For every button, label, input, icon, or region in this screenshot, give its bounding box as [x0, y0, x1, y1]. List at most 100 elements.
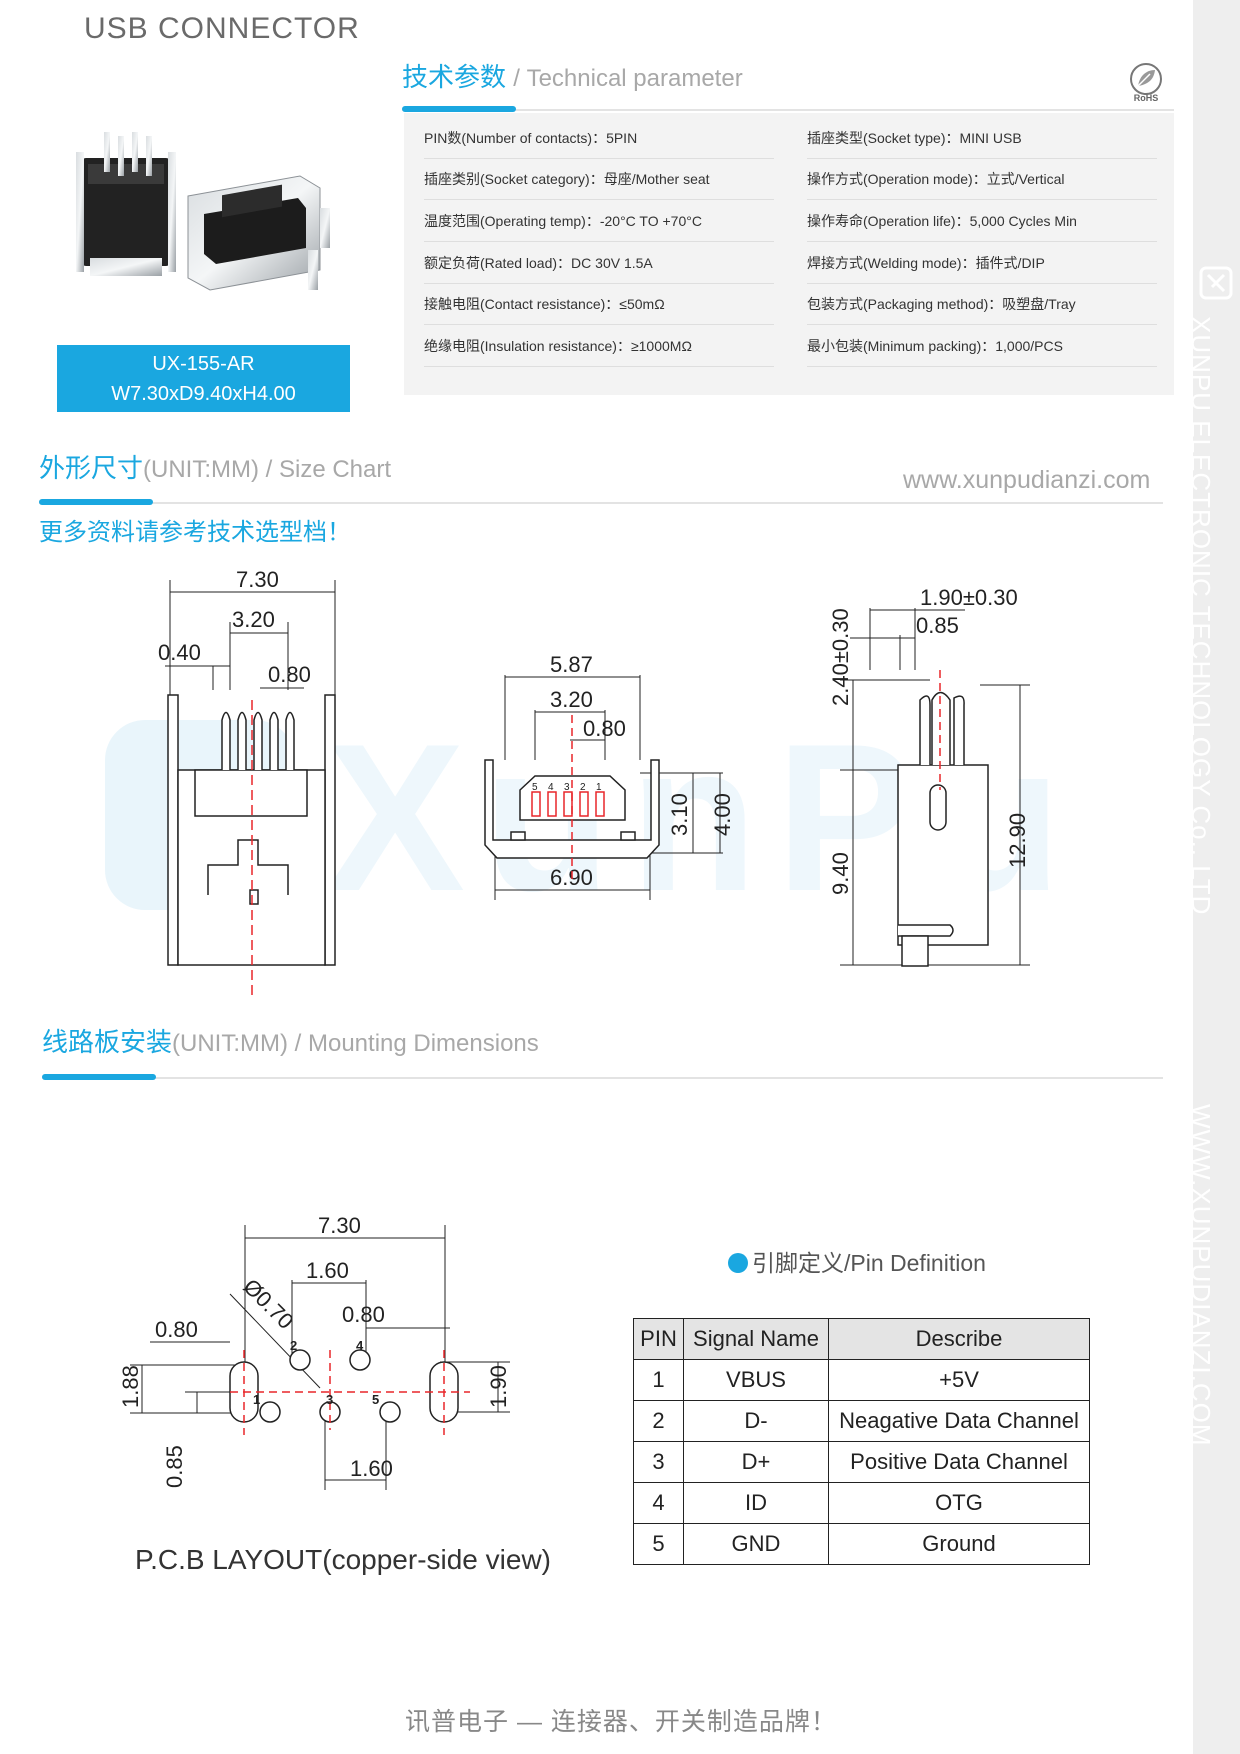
param-sep: ： — [988, 296, 1003, 312]
side-url-text: WWW.XUNPUDIANZI.COM — [1186, 1104, 1216, 1447]
dim-face-height-outer: 4.00 — [710, 793, 735, 836]
param-label-en: (Operation mode) — [863, 171, 973, 187]
table-row: 3 D+ Positive Data Channel — [633, 1441, 1090, 1483]
bullet-dot-icon — [728, 1253, 748, 1273]
table-cell: 5 — [633, 1523, 684, 1565]
tech-title-zh: 技术参数 — [402, 62, 507, 92]
param-label-zh: 最小包装 — [807, 338, 863, 354]
param-sep: ： — [972, 171, 987, 187]
rohs-label: RoHS — [1134, 93, 1159, 103]
param-label-zh: 操作寿命 — [807, 213, 863, 229]
pcb-caption: P.C.B LAYOUT(copper-side view) — [135, 1544, 551, 1575]
tech-accent-bar — [402, 106, 516, 112]
table-header-cell: Signal Name — [683, 1318, 829, 1360]
dim-face-width-top: 5.87 — [550, 652, 593, 677]
pcb-pin-label: 4 — [356, 1338, 364, 1353]
face-view-drawing: 5.87 3.20 0.80 6.90 3.10 4.00 5 4 3 2 1 — [484, 652, 735, 900]
param-sep: ： — [605, 296, 620, 312]
param-label-zh: 操作方式 — [807, 171, 863, 187]
param-label-zh: 绝缘电阻 — [424, 338, 480, 354]
rohs-icon: RoHS — [1130, 63, 1162, 103]
param-value: 吸塑盘/Tray — [1002, 296, 1076, 312]
dim-pcb-width: 7.30 — [318, 1213, 361, 1238]
size-section-title: 外形尺寸(UNIT:MM) / Size Chart — [39, 448, 391, 485]
param-item: 额定负荷(Rated load)：DC 30V 1.5A — [424, 248, 774, 284]
dim-face-height-inner: 3.10 — [667, 793, 692, 836]
tech-section-title: 技术参数 / Technical parameter — [402, 57, 743, 94]
table-cell: Neagative Data Channel — [828, 1400, 1090, 1442]
param-label-zh: 温度范围 — [424, 213, 480, 229]
param-label-zh: 焊接方式 — [807, 255, 863, 271]
param-value: 1,000/PCS — [995, 338, 1063, 354]
dim-face-pitch: 0.80 — [583, 716, 626, 741]
table-cell: D+ — [683, 1441, 829, 1483]
param-label-en: (Operation life) — [863, 213, 956, 229]
face-pin-label: 1 — [596, 782, 602, 793]
table-header-cell: Describe — [828, 1318, 1090, 1360]
footer-slogan: 讯普电子 — 连接器、开关制造品牌！ — [405, 1708, 837, 1736]
dim-side-pin-length: 2.40±0.30 — [828, 608, 853, 706]
param-label-en: (Contact resistance) — [480, 296, 606, 312]
param-sep: ： — [955, 213, 970, 229]
param-sep: ： — [945, 130, 960, 146]
website-url: www.xunpudianzi.com — [903, 466, 1151, 494]
model-code: UX-155-AR — [152, 353, 255, 375]
table-header-cell: PIN — [633, 1318, 684, 1360]
param-item: 接触电阻(Contact resistance)：≤50mΩ — [424, 289, 774, 325]
param-item: 绝缘电阻(Insulation resistance)：≥1000MΩ — [424, 331, 774, 367]
dim-front-pin-width: 0.40 — [158, 640, 201, 665]
param-item: 插座类型(Socket type)：MINI USB — [807, 123, 1157, 159]
param-value: ≥1000MΩ — [630, 338, 692, 354]
mounting-title-zh: 线路板安装 — [42, 1027, 173, 1057]
face-pin-label: 3 — [564, 782, 570, 793]
front-view-drawing: 7.30 3.20 0.40 0.80 — [158, 567, 336, 1000]
table-header-row: PIN Signal Name Describe — [633, 1318, 1090, 1360]
param-label-zh: 插座类别 — [424, 171, 480, 187]
param-label-zh: 插座类型 — [807, 130, 863, 146]
size-title-en: (UNIT:MM) / Size Chart — [143, 456, 392, 483]
param-item: 操作方式(Operation mode)：立式/Vertical — [807, 164, 1157, 200]
param-item: 最小包装(Minimum packing)：1,000/PCS — [807, 331, 1157, 367]
pcb-pin-label: 3 — [326, 1392, 333, 1407]
model-info-box: UX-155-AR W7.30xD9.40xH4.00 — [57, 345, 350, 412]
param-label-en: (Welding mode) — [863, 255, 962, 271]
param-item: PIN数(Number of contacts)：5PIN — [424, 123, 774, 159]
parameter-panel: PIN数(Number of contacts)：5PIN 插座类型(Socke… — [404, 113, 1174, 395]
table-cell: D- — [683, 1400, 829, 1442]
side-view-drawing: 1.90±0.30 0.85 2.40±0.30 9.40 12.90 — [828, 585, 1030, 967]
dim-pcb-offset: 0.85 — [162, 1445, 187, 1488]
pcb-pin-label: 5 — [372, 1392, 379, 1407]
dim-front-pitch-span: 3.20 — [232, 607, 275, 632]
param-item: 温度范围(Operating temp)：-20°C TO +70°C — [424, 206, 774, 242]
param-sep: ： — [592, 130, 607, 146]
param-item: 焊接方式(Welding mode)：插件式/DIP — [807, 248, 1157, 284]
param-value: DC 30V 1.5A — [571, 255, 653, 271]
dim-face-pitch-span: 3.20 — [550, 687, 593, 712]
face-pin-label: 2 — [580, 782, 586, 793]
param-label-en: (Socket type) — [863, 130, 946, 146]
table-cell: OTG — [828, 1482, 1090, 1524]
table-cell: 4 — [633, 1482, 684, 1524]
table-cell: 1 — [633, 1359, 684, 1401]
dim-pcb-slot-right: 0.80 — [342, 1302, 385, 1327]
param-value: 5PIN — [606, 130, 638, 146]
dim-pcb-hole-dia: Ø0.70 — [238, 1274, 298, 1334]
brand-logo-icon — [1199, 266, 1233, 300]
side-band: XUNPU ELECTRONIC TECHNOLOGY Co., LTD WWW… — [1186, 0, 1240, 1754]
param-value: MINI USB — [959, 130, 1022, 146]
param-label-en: (Packaging method) — [863, 296, 989, 312]
dim-front-pitch: 0.80 — [268, 662, 311, 687]
table-cell: VBUS — [683, 1359, 829, 1401]
param-sep: ： — [961, 255, 976, 271]
table-cell: 3 — [633, 1441, 684, 1483]
mounting-section-title: 线路板安装(UNIT:MM) / Mounting Dimensions — [42, 1022, 539, 1059]
param-label-zh: PIN数 — [424, 130, 462, 146]
dim-pcb-right-height: 1.90 — [486, 1365, 511, 1408]
param-value: 插件式/DIP — [975, 255, 1045, 271]
param-item: 包装方式(Packaging method)：吸塑盘/Tray — [807, 289, 1157, 325]
param-sep: ： — [557, 255, 572, 271]
model-dimensions: W7.30xD9.40xH4.00 — [111, 383, 296, 405]
mounting-accent-bar — [42, 1074, 156, 1080]
table-cell: Ground — [828, 1523, 1090, 1565]
table-row: 1 VBUS +5V — [633, 1359, 1090, 1401]
